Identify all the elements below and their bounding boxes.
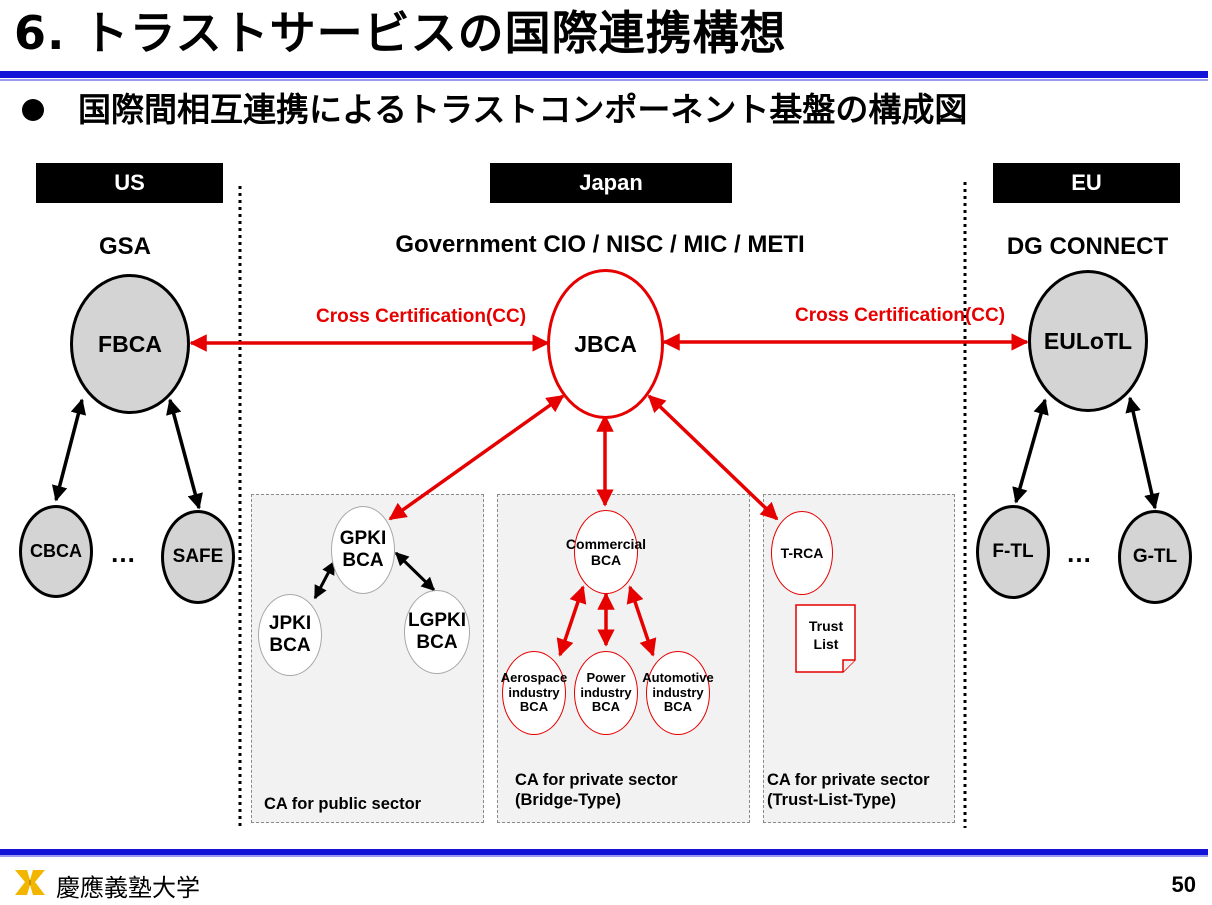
node-gtl: G-TL [1118, 510, 1192, 604]
arrow-gpki-lgpki [394, 551, 436, 592]
arrow-jbca-gpki [388, 394, 565, 521]
arrow-jbca-trca [647, 394, 779, 521]
arrow-eulotl-gtl [1125, 396, 1160, 510]
page-title: 6. トラストサービスの国際連携構想 [14, 6, 787, 60]
node-commercial-bca: Commercial BCA [566, 510, 646, 594]
arrow-gpki-jpki [313, 560, 336, 600]
university-name: 慶應義塾大学 [56, 874, 200, 902]
region-tab-us: US [36, 163, 223, 203]
arrow-commercial-automotive [626, 585, 657, 657]
page-number: 50 [1171, 872, 1196, 897]
ellipsis-us: … [110, 538, 140, 568]
footer-divider [0, 849, 1208, 855]
title-divider-shadow [0, 79, 1208, 81]
node-power-bca: Power industry BCA [574, 651, 638, 735]
node-safe: SAFE [161, 510, 235, 604]
arrow-eulotl-ftl [1012, 398, 1049, 504]
arrow-fbca-cbca [51, 398, 87, 502]
arrow-commercial-aerospace [556, 585, 587, 657]
authority-gsa: GSA [98, 233, 151, 260]
ellipsis-eu: … [1066, 538, 1096, 568]
node-cbca: CBCA [19, 505, 93, 598]
caption-public-sector: CA for public sector [264, 795, 422, 813]
bullet-icon [22, 99, 44, 121]
node-jpki-bca: JPKI BCA [258, 594, 322, 676]
node-lgpki-bca: LGPKI BCA [404, 590, 470, 674]
region-tab-eu: EU [993, 163, 1180, 203]
subtitle: 国際間相互連携によるトラストコンポーネント基盤の構成図 [78, 90, 968, 129]
cc-label-right: Cross Certification(CC) [795, 305, 1006, 326]
node-jbca: JBCA [547, 269, 664, 419]
node-fbca: FBCA [70, 274, 190, 414]
trust-list-label: Trust List [808, 618, 844, 652]
authority-japan: Government CIO / NISC / MIC / METI [395, 231, 805, 258]
node-eulotl: EULoTL [1028, 270, 1148, 412]
node-automotive-bca: Automotive industry BCA [642, 651, 714, 735]
caption-private-trust-list: CA for private sector (Trust-List-Type) [767, 771, 930, 809]
document-icon [795, 604, 856, 673]
keio-pen-logo [15, 870, 45, 895]
node-aerospace-bca: Aerospace industry BCA [501, 651, 567, 735]
caption-private-bridge: CA for private sector (Bridge-Type) [515, 771, 678, 809]
title-divider [0, 71, 1208, 78]
node-ftl: F-TL [976, 505, 1050, 599]
footer-divider-shadow [0, 855, 1208, 857]
authority-dg-connect: DG CONNECT [1006, 233, 1169, 260]
node-gpki-bca: GPKI BCA [331, 506, 395, 594]
node-trca: T-RCA [771, 511, 833, 595]
cc-label-left: Cross Certification(CC) [316, 306, 527, 327]
region-tab-japan: Japan [490, 163, 732, 203]
arrow-fbca-safe [166, 398, 203, 510]
